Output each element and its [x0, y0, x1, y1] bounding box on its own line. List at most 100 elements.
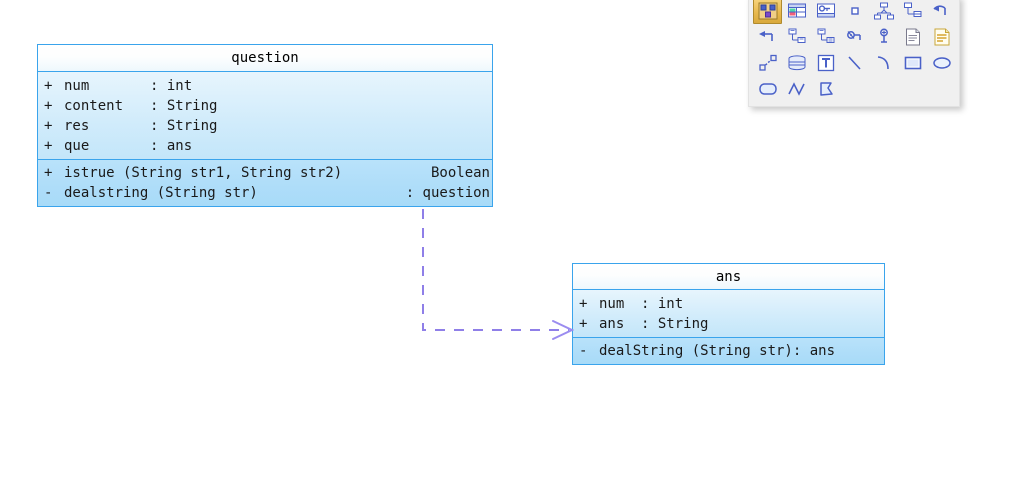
attribute-type: : String: [150, 118, 218, 134]
link-node-icon: [846, 31, 861, 40]
palette-row: [753, 50, 956, 76]
tool-composition-icon[interactable]: [811, 25, 840, 50]
note-page-icon: [905, 28, 920, 46]
rounded-rectangle-icon: [758, 83, 777, 95]
arrow-left-icon: [758, 31, 773, 41]
generalization-tree-icon: [873, 2, 894, 20]
uml-class-ans-title: ans: [573, 264, 884, 290]
attribute-type: : int: [150, 78, 193, 94]
dependency-open-arrowhead: [552, 320, 575, 340]
text-box-icon: [817, 54, 834, 72]
tool-table-icon[interactable]: [782, 0, 811, 24]
uml-class-question-attributes: + num : int + content : String + res : S…: [38, 72, 492, 160]
attribute-name: content: [64, 98, 124, 114]
attribute-row: + num : int: [38, 76, 492, 96]
visibility-marker: +: [44, 138, 53, 154]
operation-row: + istrue (String str1, String str2) Bool…: [38, 163, 492, 183]
uml-class-ans[interactable]: ans + num : int + ans : String - dealStr…: [572, 263, 885, 365]
visibility-marker: -: [579, 343, 588, 359]
uml-class-question-title: question: [38, 45, 492, 72]
tool-ellipse-icon[interactable]: [927, 51, 956, 76]
uml-class-question-operations: + istrue (String str1, String str2) Bool…: [38, 160, 492, 206]
operation-return-type: Boolean: [430, 165, 490, 181]
visibility-marker: +: [579, 316, 588, 332]
tool-generalization-tree-icon[interactable]: [869, 0, 898, 24]
class-name-label: ans: [715, 268, 742, 285]
palette-row: [753, 24, 956, 50]
visibility-marker: +: [44, 165, 53, 181]
tool-note-lines-icon[interactable]: [927, 25, 956, 50]
attribute-name: ans: [599, 316, 625, 332]
aggregation-icon: [788, 28, 805, 43]
tool-class-diagram-tool-icon[interactable]: [753, 0, 782, 24]
attribute-row: + ans : String: [573, 314, 884, 334]
tool-small-square-icon[interactable]: [840, 0, 869, 24]
tool-aggregation-icon[interactable]: [782, 25, 811, 50]
operation-return-type: : question: [405, 185, 490, 201]
attribute-row: + content : String: [38, 96, 492, 116]
interface-icon: [816, 3, 835, 18]
tool-arc-icon[interactable]: [869, 51, 898, 76]
tool-dotted-connector-icon[interactable]: [753, 51, 782, 76]
visibility-marker: +: [44, 118, 53, 134]
tool-rounded-rectangle-icon[interactable]: [753, 77, 782, 102]
operation-row: - dealstring (String str) : question: [38, 183, 492, 203]
class-diagram-tool-icon: [758, 2, 777, 20]
small-square-icon: [850, 7, 859, 15]
dependency-dashed-line: [422, 209, 569, 331]
tool-realization-icon[interactable]: [898, 0, 927, 24]
uml-class-ans-operations: - dealString (String str): ans: [573, 338, 884, 364]
palette-row: [753, 0, 956, 24]
visibility-marker: +: [579, 296, 588, 312]
tool-arrow-curve-icon[interactable]: [927, 0, 956, 24]
class-name-label: question: [231, 50, 299, 66]
uml-tool-palette[interactable]: [748, 0, 960, 107]
tool-interface-icon[interactable]: [811, 0, 840, 24]
attribute-type: : ans: [150, 138, 193, 154]
tool-text-box-icon[interactable]: [811, 51, 840, 76]
attribute-row: + res : String: [38, 116, 492, 136]
tool-note-page-icon[interactable]: [898, 25, 927, 50]
arc-icon: [877, 56, 889, 70]
composition-icon: [817, 28, 834, 43]
database-icon: [788, 55, 805, 71]
attribute-name: que: [64, 138, 90, 154]
tool-database-icon[interactable]: [782, 51, 811, 76]
attribute-name: num: [599, 296, 625, 312]
tool-polyline-icon[interactable]: [782, 77, 811, 102]
attribute-name: res: [64, 118, 90, 134]
tool-polygon-icon[interactable]: [811, 77, 840, 102]
table-icon: [787, 3, 806, 18]
operation-signature: dealstring (String str): [64, 185, 258, 201]
operation-row: - dealString (String str): ans: [573, 341, 884, 361]
operation-signature: dealString (String str): ans: [599, 343, 836, 359]
attribute-type: : String: [641, 316, 709, 332]
polyline-icon: [787, 82, 805, 96]
attribute-type: : int: [641, 296, 684, 312]
operation-signature: istrue (String str1, String str2): [64, 165, 343, 181]
visibility-marker: +: [44, 98, 53, 114]
attribute-row: + que : ans: [38, 136, 492, 156]
note-lines-icon: [934, 28, 949, 46]
visibility-marker: +: [44, 78, 53, 94]
dotted-connector-icon: [758, 54, 777, 71]
anchor-pin-icon: [879, 28, 888, 43]
tool-line-icon[interactable]: [840, 51, 869, 76]
attribute-name: num: [64, 78, 90, 94]
realization-icon: [903, 2, 921, 17]
ellipse-icon: [932, 57, 951, 69]
tool-link-node-icon[interactable]: [840, 25, 869, 50]
tool-anchor-pin-icon[interactable]: [869, 25, 898, 50]
palette-row: [753, 76, 956, 102]
tool-arrow-left-icon[interactable]: [753, 25, 782, 50]
tool-rectangle-icon[interactable]: [898, 51, 927, 76]
visibility-marker: -: [44, 185, 53, 201]
polygon-icon: [819, 82, 833, 96]
uml-class-question[interactable]: question + num : int + content : String …: [37, 44, 493, 207]
rectangle-icon: [904, 56, 921, 70]
arrow-curve-icon: [932, 5, 946, 15]
uml-class-ans-attributes: + num : int + ans : String: [573, 290, 884, 338]
attribute-row: + num : int: [573, 294, 884, 314]
